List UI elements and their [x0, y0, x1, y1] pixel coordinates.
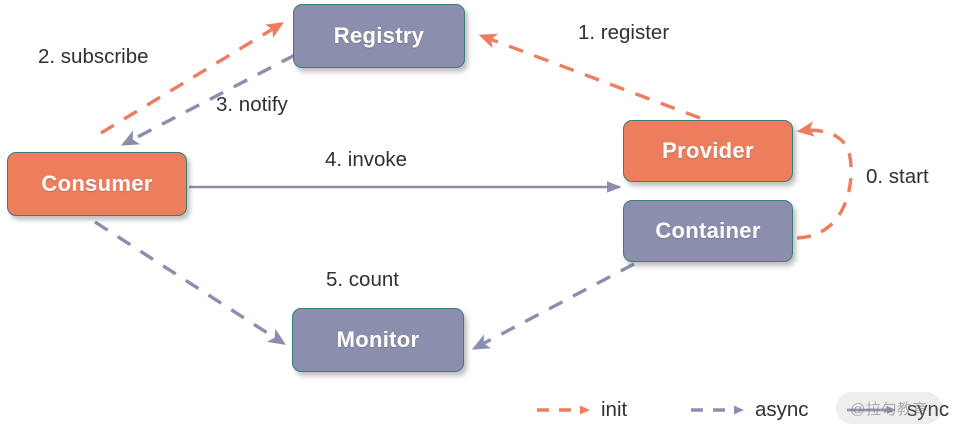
node-monitor[interactable]: Monitor — [292, 308, 464, 372]
node-container[interactable]: Container — [623, 200, 793, 262]
legend-label-sync: sync — [907, 398, 950, 421]
legend-swatch-sync — [846, 402, 898, 418]
node-registry-label: Registry — [333, 23, 425, 48]
edge-label-subscribe: 2. subscribe — [38, 45, 149, 68]
legend-item-sync: sync — [846, 396, 949, 424]
edge-label-start: 0. start — [866, 165, 929, 188]
edge-label-notify: 3. notify — [216, 93, 288, 116]
edge-register — [478, 33, 701, 120]
node-provider-label: Provider — [662, 138, 754, 163]
node-registry[interactable]: Registry — [293, 4, 465, 68]
legend-swatch-async — [690, 402, 746, 418]
edge-count-consumer — [94, 220, 286, 345]
node-consumer-label: Consumer — [41, 171, 153, 196]
edge-start — [796, 121, 853, 240]
node-consumer[interactable]: Consumer — [7, 152, 187, 216]
legend-label-init: init — [601, 398, 628, 421]
edge-label-invoke: 4. invoke — [325, 148, 408, 171]
legend-item-init: init — [536, 396, 627, 424]
node-provider[interactable]: Provider — [623, 120, 793, 182]
legend-item-async: async — [690, 396, 809, 424]
edge-label-count: 5. count — [326, 268, 399, 291]
legend-swatch-init — [536, 402, 592, 418]
node-monitor-label: Monitor — [336, 327, 420, 352]
edge-count-container — [471, 262, 635, 350]
edge-label-register: 1. register — [578, 21, 670, 44]
node-container-label: Container — [655, 218, 761, 243]
legend-label-async: async — [755, 398, 809, 421]
